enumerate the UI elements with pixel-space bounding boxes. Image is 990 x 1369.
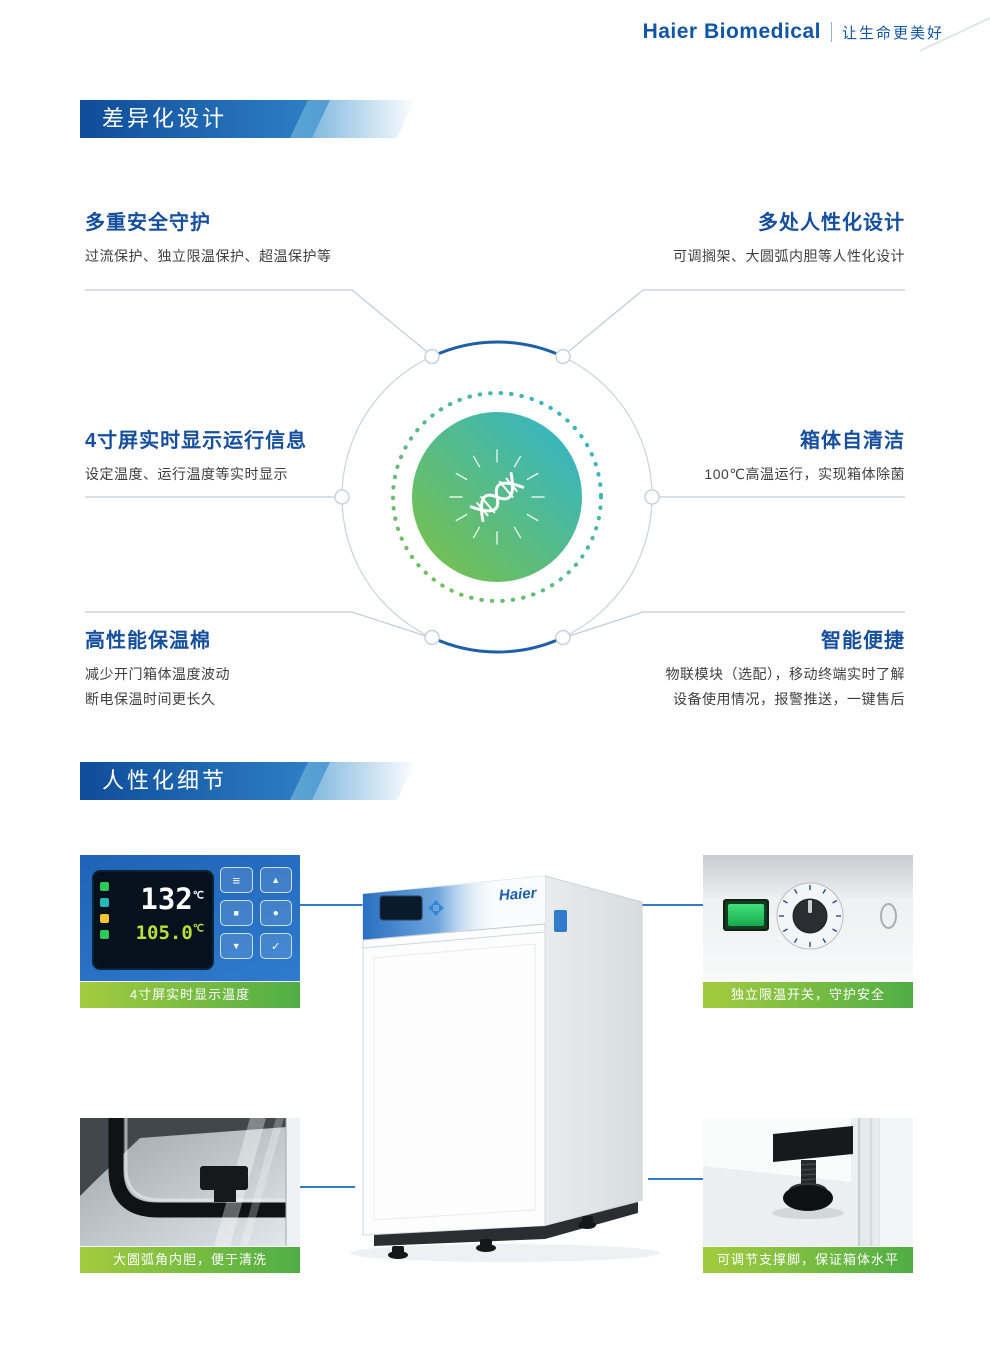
feature-desc: 物联模块（选配），移动终端实时了解 — [665, 666, 905, 682]
status-icon-green — [100, 882, 109, 891]
feature-title: 多重安全守护 — [85, 212, 211, 234]
temp-sub-readout: 105.0℃ — [135, 922, 204, 945]
door-outline — [373, 943, 536, 1221]
node-circles — [334, 348, 660, 646]
feature-title: 多处人性化设计 — [758, 212, 905, 234]
banner-light-shape — [290, 762, 415, 800]
screen-status-icons — [100, 882, 109, 939]
feature-self-clean: 箱体自清洁 100℃高温运行，实现箱体除菌 — [515, 424, 905, 487]
feature-safety: 多重安全守护 过流保护、独立限温保护、超温保护等 — [85, 206, 475, 269]
section-banner-details: 人性化细节 — [80, 762, 415, 800]
foot-image — [703, 1118, 913, 1246]
section-banner-design: 差异化设计 — [80, 100, 415, 138]
display-button-icon — [220, 900, 253, 926]
panel-screen: 132℃ 105.0℃ — [92, 870, 214, 970]
product-shadow — [350, 1244, 660, 1262]
down-button-icon — [220, 933, 253, 959]
brand-logo: Haier Biomedical — [642, 20, 821, 43]
banner-dark-shape — [80, 100, 330, 138]
dpad-arrows-icon — [428, 900, 444, 916]
card-caption-liner: 大圆弧角内胆，便于清洗 — [80, 1247, 300, 1273]
feature-desc: 过流保护、独立限温保护、超温保护等 — [85, 248, 332, 264]
connector-line-foot — [648, 1178, 703, 1180]
thermostat-knob — [776, 882, 844, 950]
foot-illustration — [703, 1118, 913, 1246]
banner-light-shape — [290, 100, 415, 138]
screen-readouts: 132℃ 105.0℃ — [116, 882, 204, 945]
cabinet-base — [374, 1202, 638, 1246]
cabinet-feet — [388, 1216, 596, 1259]
feature-desc-line2: 设备使用情况，报警推送，一键售后 — [673, 690, 905, 707]
feature-desc: 可调搁架、大圆弧内胆等人性化设计 — [673, 248, 905, 264]
door-seam — [362, 931, 546, 949]
product-logo: Haier — [498, 885, 538, 905]
feature-smart: 智能便捷 物联模块（选配），移动终端实时了解 设备使用情况，报警推送，一键售后 — [515, 624, 905, 711]
feature-desc: 设定温度、运行温度等实时显示 — [85, 466, 288, 482]
product-display — [379, 895, 423, 921]
foot-knob — [783, 1185, 833, 1211]
feature-desc: 减少开门箱体温度波动 — [85, 666, 230, 682]
connector-line-display — [300, 904, 364, 906]
brand-header: Haier Biomedical 让生命更美好 — [643, 20, 944, 44]
settings-button-icon — [259, 900, 292, 926]
feature-desc: 100℃高温运行，实现箱体除菌 — [704, 466, 905, 482]
product-photo: Haier — [350, 875, 660, 1262]
limit-display — [723, 899, 769, 931]
status-icon-yellow — [100, 914, 109, 923]
feature-ergonomic: 多处人性化设计 可调搁架、大圆弧内胆等人性化设计 — [515, 206, 905, 269]
section-title-details: 人性化细节 — [102, 768, 228, 793]
detail-card-foot: 可调节支撑脚，保证箱体水平 — [703, 1118, 913, 1273]
detail-card-liner: 大圆弧角内胆，便于清洗 — [80, 1118, 300, 1273]
side-limit-switch — [554, 910, 567, 932]
control-panel-image: 132℃ 105.0℃ — [80, 855, 300, 981]
brand-slogan: 让生命更美好 — [841, 24, 944, 42]
liner-image — [80, 1118, 300, 1246]
connector-line-liner — [300, 1186, 355, 1188]
section-title-design: 差异化设计 — [102, 106, 228, 131]
feature-desc-line2: 断电保温时间更长久 — [85, 690, 216, 707]
feature-title: 高性能保温棉 — [85, 630, 211, 652]
up-button-icon — [259, 867, 292, 893]
banner-dark-shape — [80, 762, 330, 800]
limit-display-light — [728, 904, 764, 926]
top-blue-arc — [430, 340, 565, 358]
card-caption-thermostat: 独立限温开关，守护安全 — [703, 982, 913, 1008]
status-icon-teal — [100, 898, 109, 907]
feature-title: 4寸屏实时显示运行信息 — [85, 430, 308, 452]
liner-illustration — [80, 1118, 300, 1246]
feature-display: 4寸屏实时显示运行信息 设定温度、运行温度等实时显示 — [85, 424, 475, 487]
feature-title: 智能便捷 — [821, 630, 905, 652]
confirm-button-icon — [259, 933, 292, 959]
temp-main-readout: 132℃ — [140, 882, 204, 916]
connector-line-thermostat — [642, 904, 703, 906]
status-icon-green2 — [100, 930, 109, 939]
door-hinge — [200, 1166, 248, 1190]
card-caption-foot: 可调节支撑脚，保证箱体水平 — [703, 1247, 913, 1273]
feature-title: 箱体自清洁 — [800, 430, 905, 452]
thermostat-image — [703, 855, 913, 981]
feature-insulation: 高性能保温棉 减少开门箱体温度波动 断电保温时间更长久 — [85, 624, 475, 711]
panel-cutout — [880, 903, 897, 929]
panel-buttons — [220, 867, 292, 959]
card-caption-display: 4寸屏实时显示温度 — [80, 982, 300, 1008]
menu-button-icon — [220, 867, 253, 893]
outer-circle — [341, 341, 653, 653]
detail-card-thermostat: 独立限温开关，守护安全 — [703, 855, 913, 1008]
detail-card-display: 132℃ 105.0℃ 4寸屏实时显示温度 — [80, 855, 300, 1008]
brand-separator — [830, 22, 832, 42]
base-bracket — [773, 1126, 853, 1162]
